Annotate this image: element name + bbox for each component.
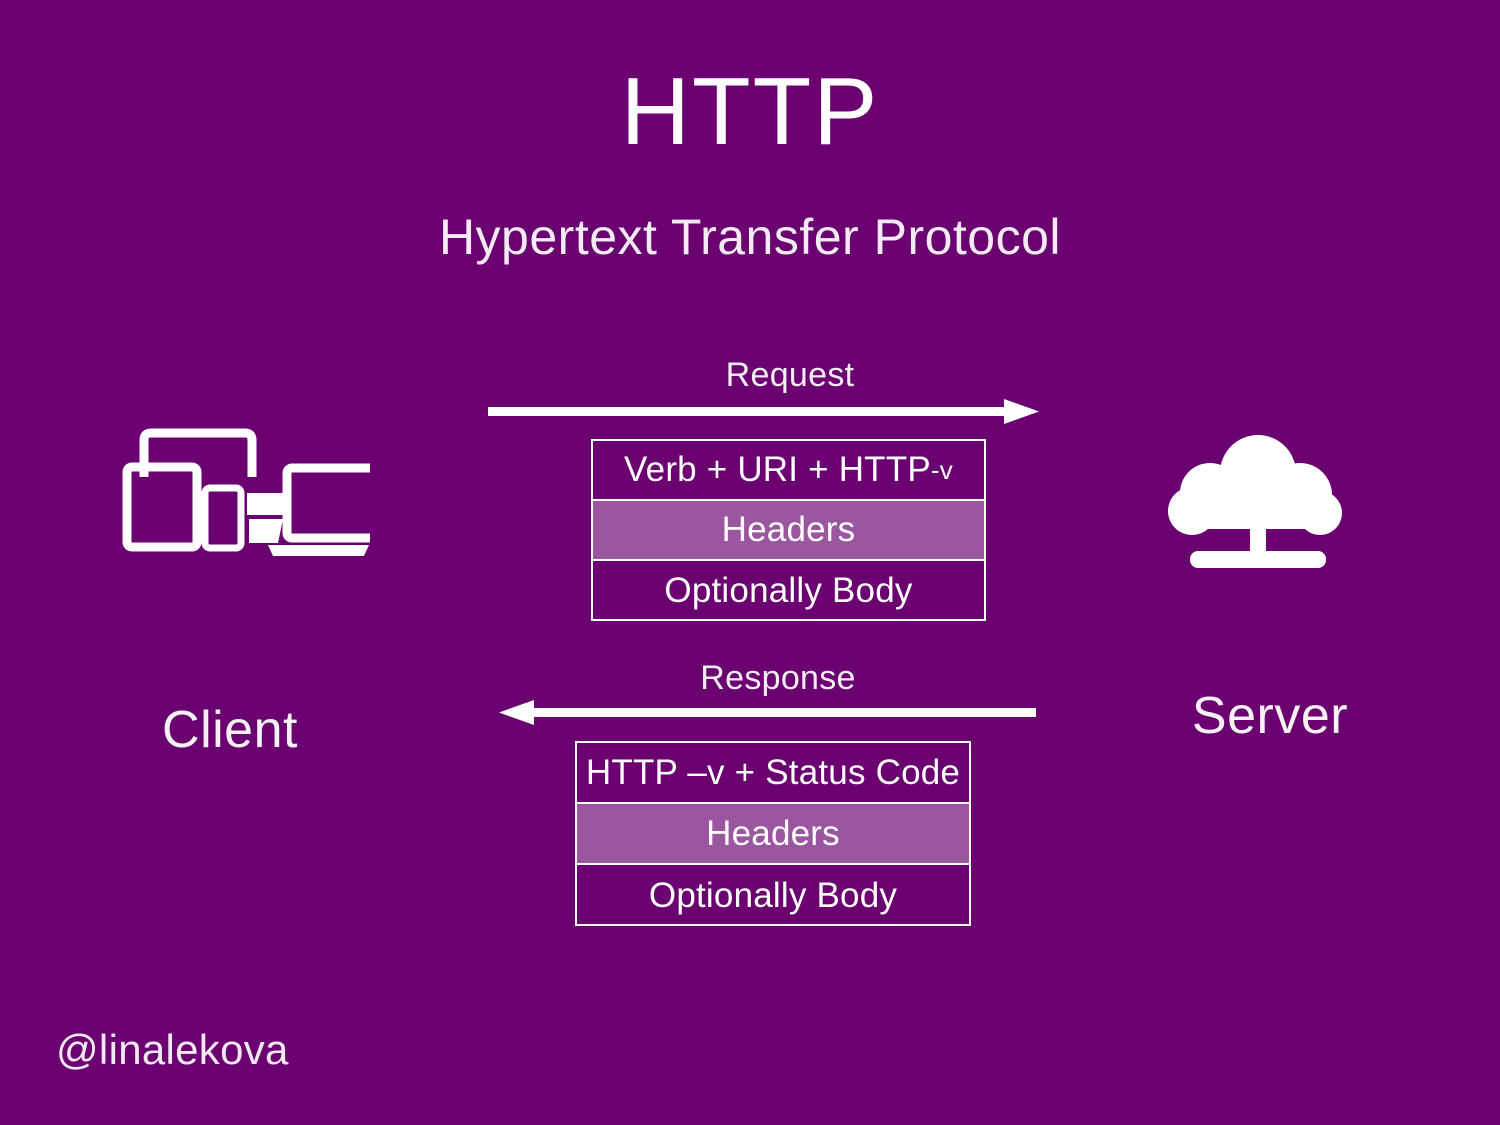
response-message-box: HTTP –v + Status Code Headers Optionally… xyxy=(575,741,971,926)
response-status-line-text: HTTP –v + Status Code xyxy=(585,752,961,792)
page-title: HTTP xyxy=(620,58,880,165)
author-handle-watermark: @linalekova xyxy=(56,1026,289,1073)
response-row-headers: Headers xyxy=(577,804,969,865)
request-flow-label: Request xyxy=(725,356,855,394)
request-row-start-line: Verb + URI + HTTP -v xyxy=(593,441,984,501)
response-headers-text: Headers xyxy=(706,813,840,853)
cloud-server-icon xyxy=(1160,435,1360,580)
arrow-left-icon xyxy=(490,697,1050,734)
request-message-box: Verb + URI + HTTP -v Headers Optionally … xyxy=(591,439,986,621)
request-body-text: Optionally Body xyxy=(664,571,913,610)
page-subtitle: Hypertext Transfer Protocol xyxy=(438,209,1062,265)
request-row-headers: Headers xyxy=(593,501,984,561)
response-row-body: Optionally Body xyxy=(577,865,969,926)
request-row-body: Optionally Body xyxy=(593,561,984,621)
response-flow-label: Response xyxy=(700,659,856,697)
response-row-status-line: HTTP –v + Status Code xyxy=(577,743,969,804)
request-headers-text: Headers xyxy=(721,510,856,549)
request-start-line-version: -v xyxy=(930,454,953,485)
arrow-right-icon xyxy=(488,396,1048,433)
response-body-text: Optionally Body xyxy=(648,875,898,915)
request-start-line-text: Verb + URI + HTTP xyxy=(624,450,931,489)
devices-icon xyxy=(120,425,382,565)
client-label: Client xyxy=(162,701,298,759)
server-label: Server xyxy=(1191,687,1349,745)
